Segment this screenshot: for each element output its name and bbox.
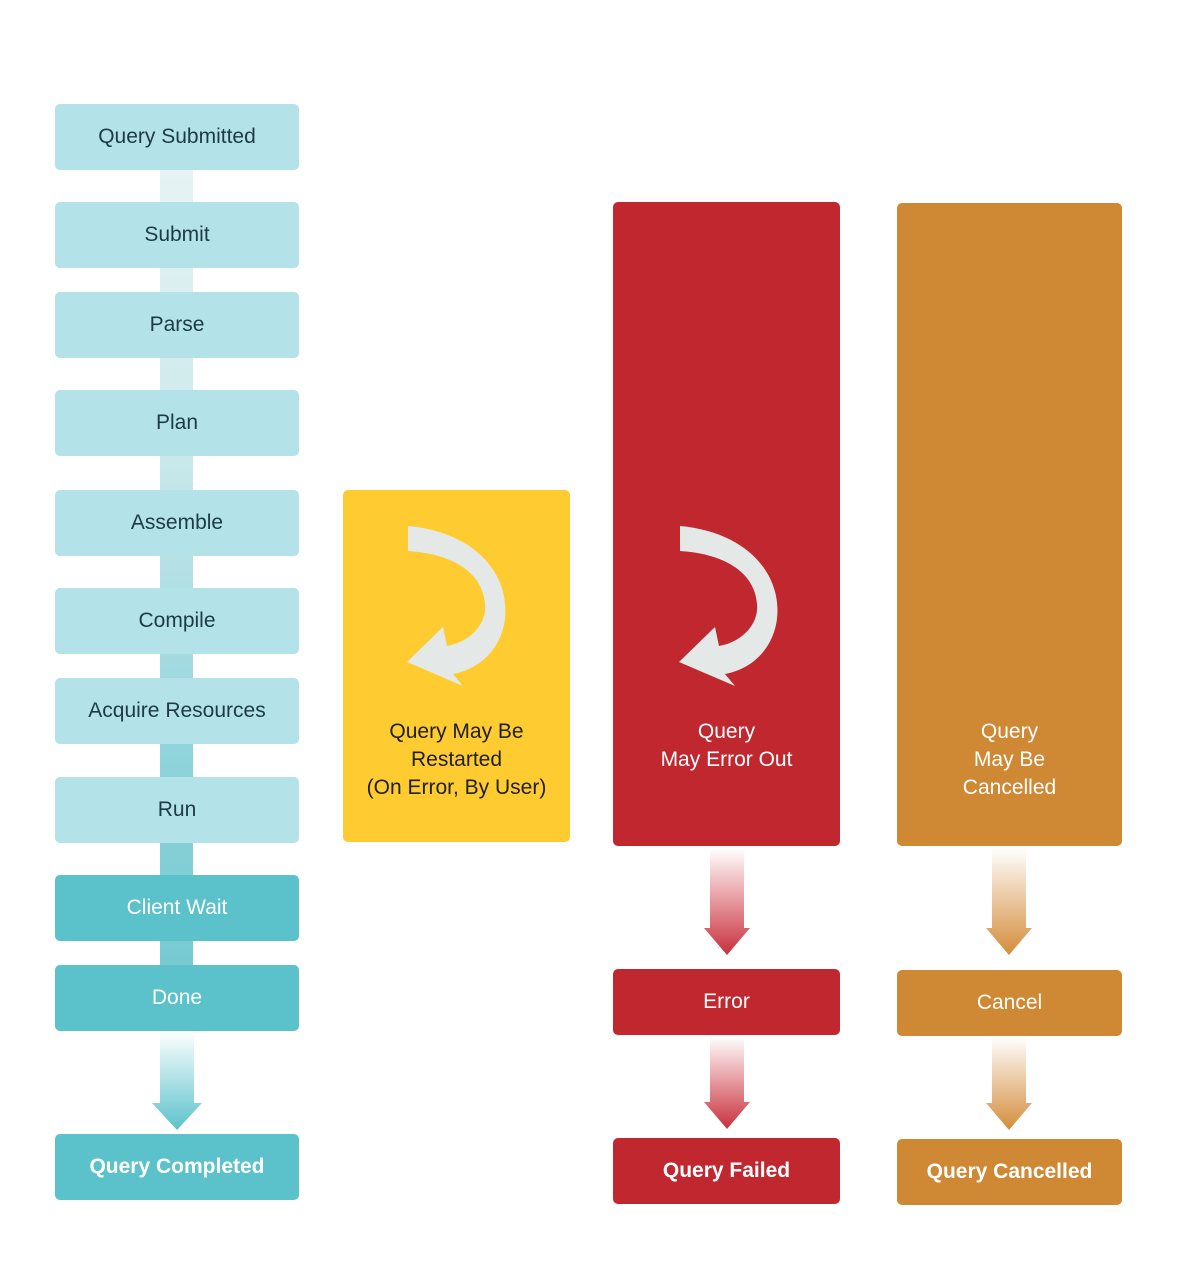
step-parse: Parse [55, 292, 299, 358]
curved-arrow-icon [679, 526, 778, 686]
down-arrow-icon [986, 848, 1032, 955]
result-query-failed: Query Failed [613, 1138, 840, 1204]
step-assemble: Assemble [55, 490, 299, 556]
step-compile: Compile [55, 588, 299, 654]
restart-panel: Query May Be Restarted (On Error, By Use… [343, 490, 570, 842]
down-arrow-icon [704, 1036, 750, 1129]
down-arrow-icon [704, 848, 750, 955]
cancel-panel: Query May Be Cancelled [897, 203, 1122, 846]
step-acquire-resources: Acquire Resources [55, 678, 299, 744]
step-plan: Plan [55, 390, 299, 456]
result-query-cancelled: Query Cancelled [897, 1139, 1122, 1205]
error-label: Query May Error Out [660, 720, 793, 771]
curved-arrow-icon [407, 526, 506, 686]
step-cancel: Cancel [897, 970, 1122, 1036]
down-arrow-icon [986, 1037, 1032, 1130]
step-error: Error [613, 969, 840, 1035]
cancel-label: Query May Be Cancelled [962, 720, 1057, 799]
step-connector [160, 168, 193, 968]
step-done: Done [55, 965, 299, 1031]
error-panel: Query May Error Out [613, 202, 840, 846]
step-query-submitted: Query Submitted [55, 104, 299, 170]
step-run: Run [55, 777, 299, 843]
step-submit: Submit [55, 202, 299, 268]
down-arrow-icon [152, 1031, 202, 1130]
restart-label: Query May Be Restarted (On Error, By Use… [366, 720, 547, 799]
step-client-wait: Client Wait [55, 875, 299, 941]
result-query-completed: Query Completed [55, 1134, 299, 1200]
